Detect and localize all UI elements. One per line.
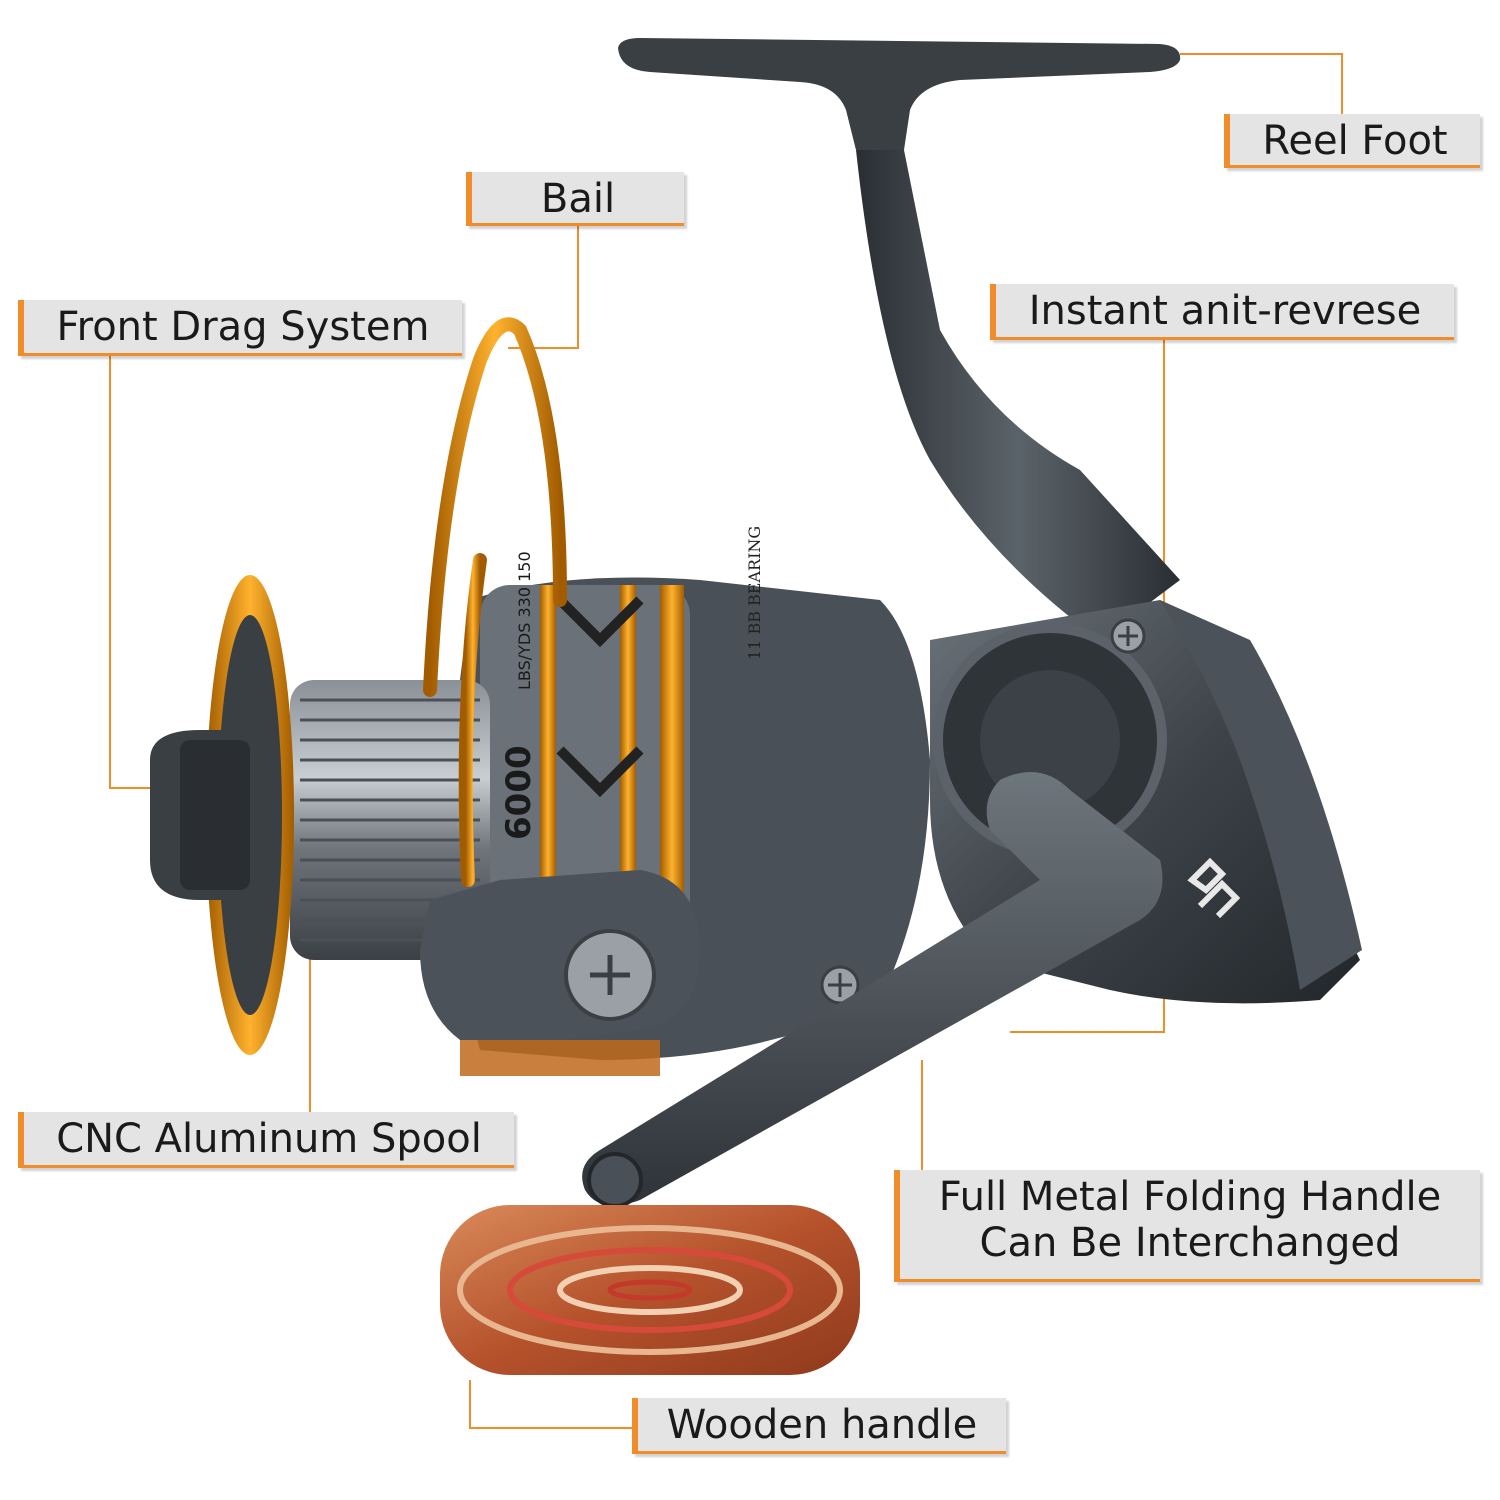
label-wooden-handle: Wooden handle bbox=[632, 1398, 1006, 1454]
brand-logo-icon bbox=[1187, 857, 1241, 919]
bail-wire bbox=[423, 317, 567, 887]
label-bail: Bail bbox=[466, 172, 684, 226]
label-reel-foot: Reel Foot bbox=[1224, 114, 1480, 168]
label-front-drag-system: Front Drag System bbox=[18, 300, 462, 356]
label-full-metal-folding-handle: Full Metal Folding Handle Can Be Interch… bbox=[894, 1170, 1480, 1282]
label-cnc-aluminum-spool: CNC Aluminum Spool bbox=[18, 1112, 514, 1168]
wooden-handle-knob bbox=[440, 1205, 860, 1375]
bail-arm bbox=[420, 870, 860, 1076]
cnc-spool bbox=[150, 575, 490, 1055]
leader-front-drag bbox=[109, 356, 150, 789]
label-folding-handle-line1: Full Metal Folding Handle bbox=[938, 1174, 1442, 1220]
spool-size-text: 6000 bbox=[499, 745, 539, 840]
spool-bearing-text: 11 BB BEARING bbox=[745, 526, 764, 660]
spool-capacity-text: LBS/YDS 330 150 bbox=[515, 551, 534, 690]
leader-wooden-handle bbox=[469, 1380, 632, 1429]
reel-foot bbox=[618, 38, 1181, 640]
label-instant-anti-reverse: Instant anit-revrese bbox=[990, 284, 1454, 340]
leader-reel-foot bbox=[1180, 53, 1343, 114]
label-folding-handle-line2: Can Be Interchanged bbox=[979, 1220, 1401, 1266]
